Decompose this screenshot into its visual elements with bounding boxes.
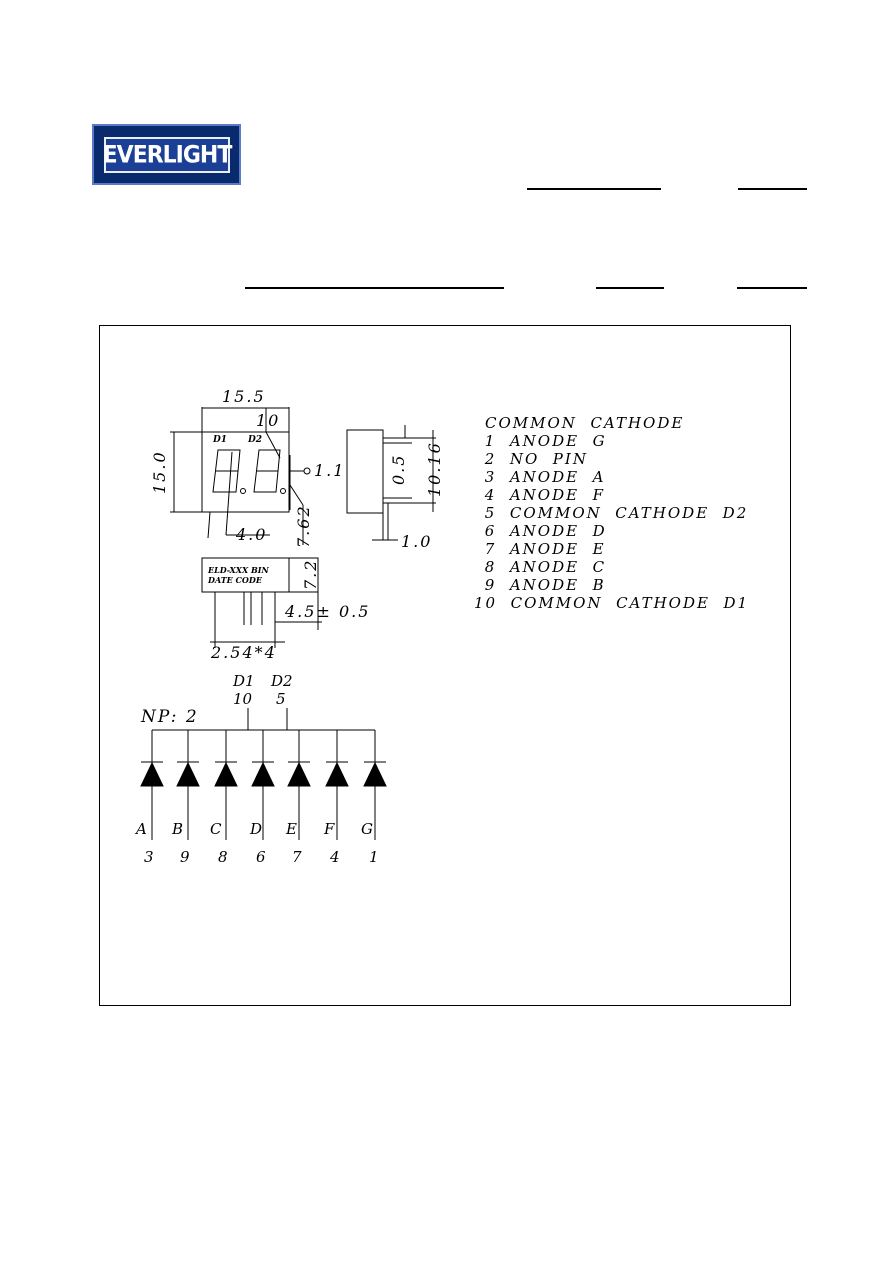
segment-label-g: G <box>361 820 373 838</box>
np-label: NP: 2 <box>140 707 199 727</box>
pin-list-item: 4 ANODE F <box>478 486 606 504</box>
segment-label-c: C <box>210 820 222 838</box>
segment-pin-6: 6 <box>256 848 266 866</box>
pin-list-item: 1 ANODE G <box>478 432 607 450</box>
logo-text: EVERLIGHT <box>102 141 233 169</box>
segment-label-a: A <box>134 820 147 838</box>
common-pin-10: 10 <box>233 690 253 708</box>
digit-2-outline <box>253 449 281 493</box>
segment-label-e: E <box>285 820 297 838</box>
bottom-view-body <box>201 557 319 593</box>
pin-list-item: 2 NO PIN <box>478 450 588 468</box>
drawing-frame <box>99 325 791 1006</box>
dim-pin-length: 4.5± 0.5 <box>284 602 370 621</box>
segment-pin-7: 7 <box>292 848 302 866</box>
pin-list-item: 3 ANODE A <box>478 468 606 486</box>
common-pin-5: 5 <box>276 690 286 708</box>
dim-hole: 1.1 <box>314 461 345 480</box>
pin-list-item: 5 COMMON CATHODE D2 <box>478 504 749 522</box>
header-field-line-3 <box>245 287 504 289</box>
dim-body-depth: 7.2 <box>301 559 320 590</box>
segment-label-d: D <box>249 820 262 838</box>
dim-side-bottom: 1.0 <box>401 532 432 551</box>
segment-pin-9: 9 <box>180 848 190 866</box>
dim-digit-offset: 4.0 <box>235 525 267 544</box>
everlight-logo: EVERLIGHT <box>92 124 241 185</box>
diode-g <box>363 761 387 787</box>
label-digit-1: D1 <box>212 435 227 445</box>
diode-d <box>251 761 275 787</box>
side-view-body <box>346 429 384 514</box>
diode-b <box>176 761 200 787</box>
pin-list-item: 7 ANODE E <box>478 540 606 558</box>
pin-list-item: 10 COMMON CATHODE D1 <box>474 594 750 612</box>
dim-side-top: 0.5 <box>389 454 408 485</box>
digit-1-outline <box>212 449 241 493</box>
pin-list-item: 8 ANODE C <box>478 558 607 576</box>
dim-side-pitch: 10.16 <box>425 441 444 497</box>
header-field-line-4 <box>596 287 664 289</box>
dim-dp: 10 <box>256 411 280 430</box>
common-name-d2: D2 <box>270 672 293 690</box>
segment-pin-4: 4 <box>329 848 340 866</box>
dim-width-top: 15.5 <box>222 387 266 406</box>
segment-pin-3: 3 <box>144 848 154 866</box>
pin-list-item: 9 ANODE B <box>478 576 606 594</box>
segment-pin-8: 8 <box>218 848 228 866</box>
diode-f <box>325 761 349 787</box>
dim-pin-row-offset: 7.62 <box>294 504 313 548</box>
pin-list-item: 6 ANODE D <box>478 522 607 540</box>
pin-assignment-list: COMMON CATHODE 1 ANODE G 2 NO PIN 3 ANOD… <box>470 414 770 612</box>
diode-a <box>140 761 164 787</box>
common-name-d1: D1 <box>232 672 255 690</box>
header-field-line-1 <box>527 188 661 190</box>
dim-height-left: 15.0 <box>150 450 169 494</box>
marking-line-2: DATE CODE <box>207 575 263 585</box>
header-field-line-5 <box>737 287 807 289</box>
segment-label-b: B <box>171 820 183 838</box>
pin-list-title: COMMON CATHODE <box>485 414 685 432</box>
segment-label-f: F <box>323 820 335 838</box>
logo-plate: EVERLIGHT <box>102 137 233 173</box>
segment-pin-1: 1 <box>369 848 379 866</box>
diode-c <box>214 761 238 787</box>
front-view-body <box>201 431 290 513</box>
marking-line-1: ELD-XXX BIN <box>207 565 269 575</box>
header-field-line-2 <box>738 188 807 190</box>
label-digit-2: D2 <box>247 435 262 445</box>
diode-e <box>287 761 311 787</box>
dim-pin-pitch: 2.54*4 <box>210 643 277 662</box>
